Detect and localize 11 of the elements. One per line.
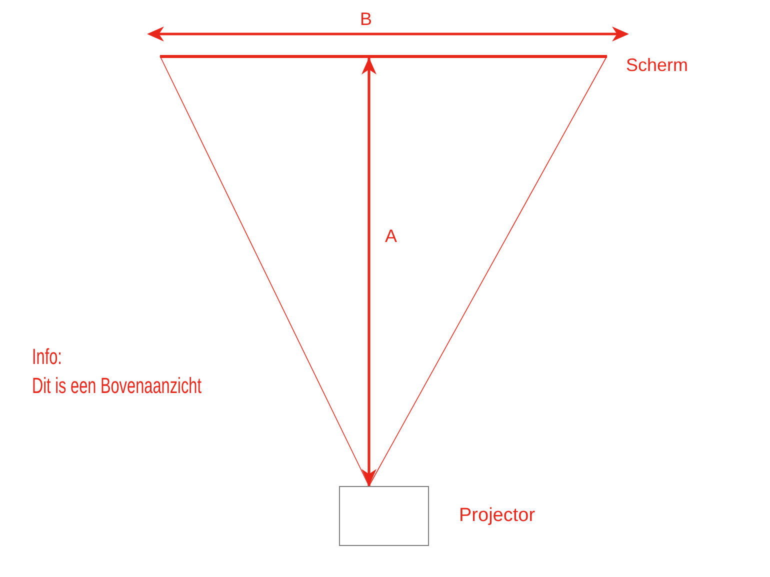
node-caption: Scherm <box>626 56 688 74</box>
note-text: Dit is een Bovenaanzicht <box>32 375 202 397</box>
node-caption: Projector <box>459 506 536 525</box>
dimension-label: B <box>360 10 372 28</box>
edge-label: A <box>385 227 398 245</box>
screen-bar <box>160 54 607 58</box>
distance-arrow <box>362 58 376 486</box>
projection-line <box>368 56 608 486</box>
note-heading: Info: <box>32 346 62 368</box>
projection-line <box>160 56 370 486</box>
projector-box <box>339 486 429 546</box>
